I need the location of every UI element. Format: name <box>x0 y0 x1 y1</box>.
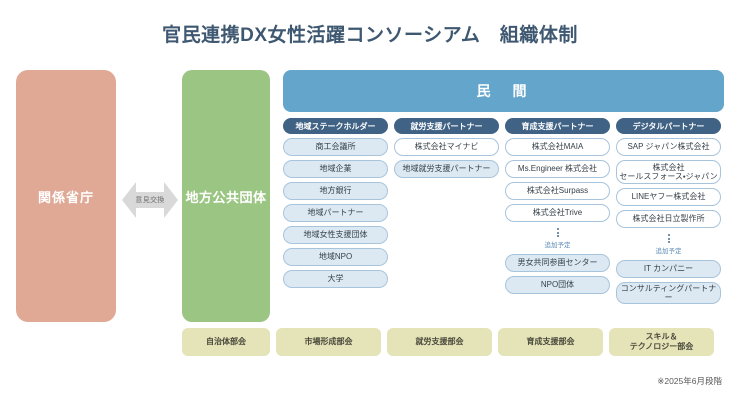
page-title: 官民連携DX女性活躍コンソーシアム 組織体制 <box>162 25 578 46</box>
partner-columns: 地域ステークホルダー商工会議所地域企業地方銀行地域パートナー地域女性支援団体地域… <box>283 118 724 305</box>
vertical-dots-icon <box>667 234 670 243</box>
subcommittee-box: 自治体部会 <box>182 328 270 356</box>
subcommittee-box: 育成支援部会 <box>498 328 603 356</box>
subcommittee-box: スキル＆ テクノロジー部会 <box>609 328 714 356</box>
double-arrow-icon <box>122 182 178 218</box>
partner-item: 地方銀行 <box>283 182 388 200</box>
pending-label: 追加予定 <box>655 248 682 255</box>
partner-item: 株式会社Trive <box>505 204 610 222</box>
subcommittee-row: 自治体部会市場形成部会就労支援部会育成支援部会スキル＆ テクノロジー部会 <box>182 328 724 356</box>
partner-item: 地域就労支援パートナー <box>394 160 499 178</box>
subcommittee-box: 就労支援部会 <box>387 328 492 356</box>
partner-item: SAP ジャパン株式会社 <box>616 138 721 156</box>
partner-item: 地域NPO <box>283 248 388 266</box>
partner-column-header: 育成支援パートナー <box>505 118 610 134</box>
partner-column-header: 就労支援パートナー <box>394 118 499 134</box>
partner-item: 大学 <box>283 270 388 288</box>
partner-item: 地域企業 <box>283 160 388 178</box>
partner-item: 商工会議所 <box>283 138 388 156</box>
partner-item: IT カンパニー <box>616 260 721 278</box>
government-label: 関係省庁 <box>37 189 94 205</box>
pending-marker: 追加予定 <box>616 232 721 256</box>
partner-item: 株式会社 セールスフォース・ジャパン <box>616 160 721 184</box>
partner-item: コンサルティングパートナー <box>616 282 721 305</box>
partner-item: LINEヤフー株式会社 <box>616 188 721 206</box>
partner-item: NPO団体 <box>505 276 610 294</box>
exchange-connector: 意見交換 <box>122 178 178 222</box>
partner-column-header: デジタルパートナー <box>616 118 721 134</box>
private-sector-header: 民 間 <box>283 70 724 112</box>
partner-column-header: 地域ステークホルダー <box>283 118 388 134</box>
partner-column: デジタルパートナー SAP ジャパン株式会社株式会社 セールスフォース・ジャパン L… <box>616 118 721 305</box>
subcommittee-box: 市場形成部会 <box>276 328 381 356</box>
local-government-label: 地方公共団体 <box>185 189 267 205</box>
footnote: ※2025年6月段階 <box>657 376 722 386</box>
vertical-dots-icon <box>556 228 559 237</box>
partner-item: Ms.Engineer 株式会社 <box>505 160 610 178</box>
partner-column: 地域ステークホルダー商工会議所地域企業地方銀行地域パートナー地域女性支援団体地域… <box>283 118 388 304</box>
pending-marker: 追加予定 <box>505 226 610 250</box>
partner-column: 育成支援パートナー株式会社MAIA Ms.Engineer 株式会社株式会社Sur… <box>505 118 610 304</box>
partner-item: 株式会社日立製作所 <box>616 210 721 228</box>
partner-item: 株式会社Surpass <box>505 182 610 200</box>
pending-label: 追加予定 <box>544 242 571 249</box>
private-sector-label: 民 間 <box>476 83 531 99</box>
partner-item: 地域パートナー <box>283 204 388 222</box>
partner-item: 地域女性支援団体 <box>283 226 388 244</box>
partner-column: 就労支援パートナー株式会社マイナビ地域就労支援パートナー <box>394 118 499 304</box>
exchange-label: 意見交換 <box>135 197 165 204</box>
partner-item: 男女共同参画センター <box>505 254 610 272</box>
government-box: 関係省庁 <box>16 70 116 322</box>
partner-item: 株式会社マイナビ <box>394 138 499 156</box>
partner-item: 株式会社MAIA <box>505 138 610 156</box>
local-government-box: 地方公共団体 <box>182 70 270 322</box>
